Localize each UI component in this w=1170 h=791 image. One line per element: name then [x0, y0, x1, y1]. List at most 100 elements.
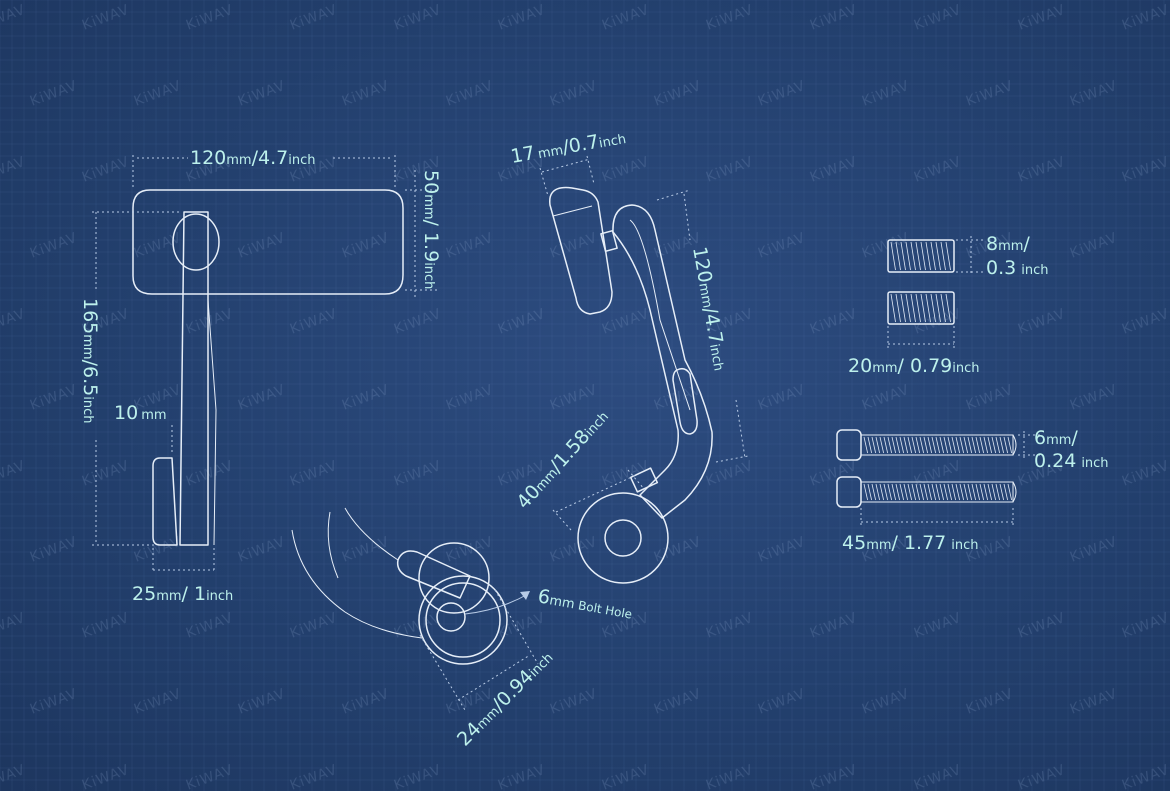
watermark-text: KiWAV: [288, 762, 340, 791]
watermark-text: KiWAV: [1120, 2, 1170, 34]
bolt-length-dimension: [860, 508, 1014, 528]
watermark-text: KiWAV: [1016, 610, 1068, 642]
watermark-text: KiWAV: [704, 762, 756, 791]
watermark-text: KiWAV: [1068, 534, 1120, 566]
watermark-text: KiWAV: [756, 230, 808, 262]
front-total-height-dimension: [92, 211, 180, 546]
watermark-text: KiWAV: [860, 382, 912, 414]
set-screw-diameter-dimension: [956, 236, 985, 276]
bolt-icon: [836, 429, 1017, 461]
mirror-side-view-icon: [549, 186, 713, 584]
watermark-text: KiWAV: [548, 534, 600, 566]
watermark-text: KiWAV: [912, 154, 964, 186]
front-head-height-dimension: [405, 170, 438, 300]
watermark-text: KiWAV: [1068, 230, 1120, 262]
watermark-text: KiWAV: [1120, 154, 1170, 186]
watermark-text: KiWAV: [600, 2, 652, 34]
watermark-text: KiWAV: [288, 2, 340, 34]
set-screw-length-label: 20mm/ 0.79inch: [848, 355, 980, 377]
watermark-text: KiWAV: [1120, 762, 1170, 791]
watermark-text: KiWAV: [236, 686, 288, 718]
front-base-width-dimension: [152, 548, 215, 572]
front-width-dimension: [132, 155, 396, 190]
side-lower-length-dimension: [552, 469, 646, 531]
bolt-diameter-label: 6mm/: [1034, 427, 1078, 449]
watermark-text: KiWAV: [80, 154, 132, 186]
watermark-text: KiWAV: [600, 306, 652, 338]
watermark-text: KiWAV: [1120, 458, 1170, 490]
bolt-icon: [836, 476, 1017, 508]
mirror-front-view-icon: [132, 189, 404, 546]
watermark-text: KiWAV: [80, 2, 132, 34]
watermark-text: KiWAV: [236, 78, 288, 110]
watermark-text: KiWAV: [704, 610, 756, 642]
set-screw-icon: [887, 291, 955, 325]
watermark-text: KiWAV: [548, 382, 600, 414]
watermark-text: KiWAV: [704, 154, 756, 186]
side-arm-length-dimension: [656, 189, 749, 463]
bolt-diameter-dimension: [1018, 431, 1040, 460]
watermark-text: KiWAV: [704, 2, 756, 34]
watermark-text: KiWAV: [392, 2, 444, 34]
side-lower-length-label: 40mm/1.58inch: [512, 405, 612, 513]
front-width-label: 120mm/4.7inch: [190, 147, 315, 169]
watermark-text: KiWAV: [80, 610, 132, 642]
front-head-height-label: 50mm/ 1.9inch: [420, 170, 442, 289]
watermark-text: KiWAV: [392, 458, 444, 490]
watermark-text: KiWAV: [392, 762, 444, 791]
watermark-text: KiWAV: [756, 382, 808, 414]
watermark-text: KiWAV: [704, 458, 756, 490]
watermark-text: KiWAV: [548, 78, 600, 110]
watermark-text: KiWAV: [1120, 610, 1170, 642]
watermark-text: KiWAV: [1068, 686, 1120, 718]
watermark-text: KiWAV: [80, 458, 132, 490]
watermark-text: KiWAV: [392, 306, 444, 338]
front-base-width-label: 25mm/ 1inch: [132, 583, 233, 605]
watermark-text: KiWAV: [756, 686, 808, 718]
watermark-text: KiWAV: [444, 78, 496, 110]
watermark-text: KiWAV: [444, 382, 496, 414]
watermark-text: KiWAV: [444, 230, 496, 262]
clamp-bolt-hole-label: 6mm Bolt Hole: [536, 585, 634, 623]
watermark-text: KiWAV: [1120, 306, 1170, 338]
clamp-diameter-dimension: [419, 589, 539, 711]
watermark-text: KiWAV: [860, 78, 912, 110]
clamp-bolt-hole-callout: [464, 591, 530, 615]
set-screw-length-dimension: [887, 326, 955, 348]
watermark-text: KiWAV: [236, 230, 288, 262]
watermark-text: KiWAV: [288, 458, 340, 490]
watermark-text: KiWAV: [132, 78, 184, 110]
watermark-text: KiWAV: [600, 762, 652, 791]
set-screw-icon: [887, 239, 955, 273]
watermark-text: KiWAV: [236, 382, 288, 414]
watermark-text: KiWAV: [1016, 306, 1068, 338]
side-head-depth-label: 17mm/0.7inch: [509, 126, 627, 168]
watermark-text: KiWAV: [1016, 154, 1068, 186]
watermark-text: KiWAV: [548, 686, 600, 718]
watermark-text: KiWAV: [860, 686, 912, 718]
set-screw-diameter-label: 8mm/: [986, 233, 1030, 255]
watermark-text: KiWAV: [912, 2, 964, 34]
watermark-text: KiWAV: [444, 534, 496, 566]
side-head-depth-dimension: [539, 155, 595, 197]
watermark-text: KiWAV: [1016, 2, 1068, 34]
watermark-text: KiWAV: [912, 762, 964, 791]
side-arm-length-label: 120mm/4.7inch: [688, 245, 731, 372]
watermark-text: KiWAV: [756, 534, 808, 566]
watermark-text: KiWAV: [288, 306, 340, 338]
watermark-text: KiWAV: [756, 78, 808, 110]
watermark-text: KiWAV: [1016, 762, 1068, 791]
watermark-text: KiWAV: [132, 686, 184, 718]
watermark-text: KiWAV: [600, 154, 652, 186]
watermark-text: KiWAV: [1068, 382, 1120, 414]
watermark-text: KiWAV: [548, 230, 600, 262]
watermark-text: KiWAV: [912, 306, 964, 338]
watermark-text: KiWAV: [600, 458, 652, 490]
